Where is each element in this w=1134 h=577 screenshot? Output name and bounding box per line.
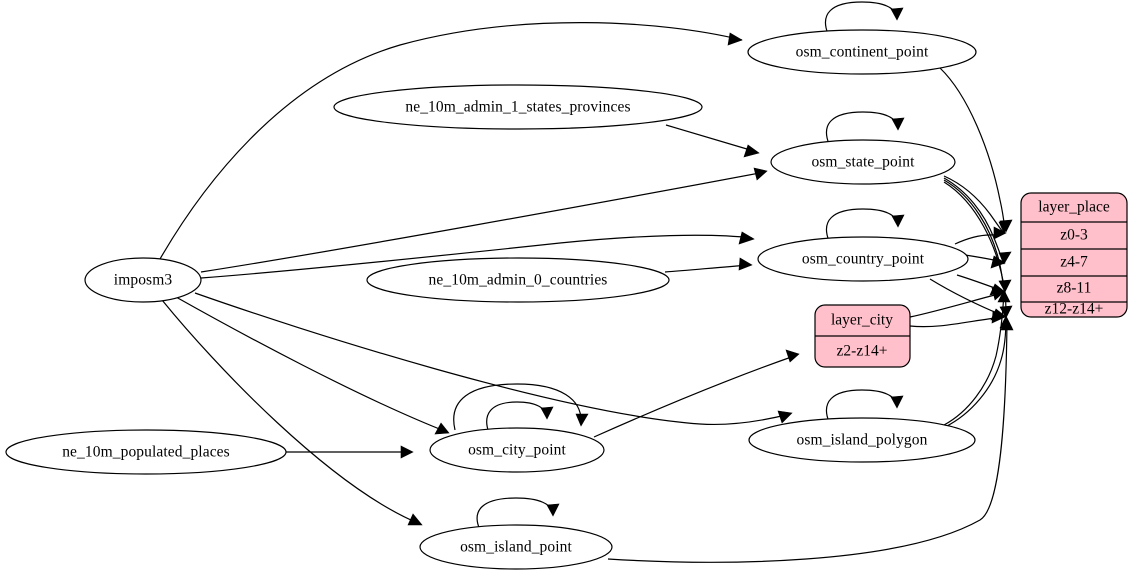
- node-layer_city[interactable]: layer_city z2-z14+: [814, 304, 911, 368]
- edge-ne_places-to-osm_city_point: [286, 445, 414, 459]
- edge-osm_country_point-to-layer_place-z0-3: [954, 226, 1007, 245]
- node-ne_10m_populated_places-label: ne_10m_populated_places: [62, 444, 230, 461]
- node-imposm3-label: imposm3: [114, 272, 173, 289]
- node-osm_city_point[interactable]: osm_city_point: [429, 427, 605, 473]
- node-ne_10m_admin_0_countries-shape[interactable]: [366, 257, 670, 303]
- edge-osm_island_polygon-to-layer_place-z8-11: [943, 289, 1011, 426]
- node-ne_10m_admin_1_states_provinces-label: ne_10m_admin_1_states_provinces: [405, 99, 630, 116]
- layer_city-row-z2-z14plus[interactable]: z2-z14+: [837, 343, 888, 360]
- node-osm_state_point-label: osm_state_point: [811, 154, 915, 171]
- edge-self-osm_country_point: [825, 208, 905, 242]
- node-osm_country_point-label: osm_country_point: [802, 251, 925, 268]
- layer_place-row-z0-3[interactable]: z0-3: [1060, 227, 1088, 244]
- node-osm_city_point-label: osm_city_point: [468, 442, 566, 459]
- node-layer_place[interactable]: layer_place z0-3 z4-7 z8-11 z12-z14+: [1020, 192, 1128, 318]
- edge-imposm3-to-osm_island_polygon: [194, 292, 793, 425]
- edge-imposm3-to-osm_state_point: [200, 167, 768, 273]
- layer_place-row-z4-7[interactable]: z4-7: [1060, 254, 1088, 271]
- node-osm_state_point[interactable]: osm_state_point: [770, 139, 956, 185]
- node-osm_country_point-shape[interactable]: [757, 236, 969, 282]
- edge-imposm3-to-osm_continent_point: [159, 22, 743, 260]
- node-imposm3-shape[interactable]: [84, 257, 202, 303]
- edge-ne_countries-to-osm_country_point: [664, 257, 753, 273]
- layer_place-row-z12-z14plus[interactable]: z12-z14+: [1045, 301, 1104, 318]
- edge-imposm3-to-osm_country_point: [200, 231, 755, 279]
- edge-osm_country_point-to-layer_place-z4-7: [964, 254, 1006, 269]
- node-osm_island_polygon-label: osm_island_polygon: [797, 432, 928, 449]
- edge-layer_city-to-layer_place-z12-z14+: [909, 310, 1006, 328]
- node-ne_10m_admin_1_states_provinces-shape[interactable]: [333, 84, 703, 130]
- edge-osm_state_point-to-layer_place-z0-3: [943, 175, 1012, 234]
- edge-layer: [159, 1, 1014, 563]
- node-osm_island_point-shape[interactable]: [419, 524, 613, 570]
- node-ne_10m_admin_0_countries-label: ne_10m_admin_0_countries: [429, 272, 608, 289]
- node-ne_10m_populated_places-shape[interactable]: [5, 429, 287, 475]
- layer_place-row-z8-11[interactable]: z8-11: [1057, 280, 1092, 297]
- node-osm_island_polygon[interactable]: osm_island_polygon: [748, 417, 976, 463]
- node-osm_city_point-shape[interactable]: [429, 427, 605, 473]
- node-osm_island_polygon-shape[interactable]: [748, 417, 976, 463]
- edge-imposm3-to-osm_city_point: [175, 296, 450, 435]
- node-layer_place-shape[interactable]: [1020, 192, 1128, 318]
- edge-self-osm_continent_point: [824, 1, 904, 35]
- edge-osm_island_point-to-layer_place-z12-z14+: [607, 317, 1014, 563]
- node-ne_10m_populated_places[interactable]: ne_10m_populated_places: [5, 429, 287, 475]
- node-osm_country_point[interactable]: osm_country_point: [757, 236, 969, 282]
- node-osm_island_point-label: osm_island_point: [460, 539, 572, 556]
- node-ne_10m_admin_1_states_provinces[interactable]: ne_10m_admin_1_states_provinces: [333, 84, 703, 130]
- edge-osm_island_polygon-to-layer_place-z12-z14+: [944, 315, 1013, 428]
- node-osm_state_point-shape[interactable]: [770, 139, 956, 185]
- edge-osm_city_point-to-layer_city-z2-z14+: [593, 349, 800, 438]
- edge-layer_city-to-layer_place-z8-11: [909, 287, 1005, 318]
- node-ne_10m_admin_0_countries[interactable]: ne_10m_admin_0_countries: [366, 257, 670, 303]
- layer_place-title: layer_place: [1038, 199, 1110, 216]
- node-osm_continent_point[interactable]: osm_continent_point: [747, 29, 977, 75]
- node-imposm3[interactable]: imposm3: [84, 257, 202, 303]
- edge-self-osm_island_polygon: [825, 389, 904, 423]
- edge-self-osm_island_point: [476, 497, 560, 531]
- edge-imposm3-to-osm_island_point: [161, 299, 423, 526]
- edge-self-osm_city_point: [486, 401, 554, 434]
- edge-ne_states-to-osm_state_point: [665, 124, 760, 158]
- layer_city-title: layer_city: [831, 312, 893, 329]
- edge-self-osm_state_point: [825, 111, 905, 145]
- edge-outer-arc-osm_city_point: [453, 383, 589, 431]
- edge-osm_continent_point-to-layer_place-z0-3: [939, 67, 1013, 233]
- node-osm_continent_point-label: osm_continent_point: [796, 44, 929, 61]
- node-osm_continent_point-shape[interactable]: [747, 29, 977, 75]
- node-osm_island_point[interactable]: osm_island_point: [419, 524, 613, 570]
